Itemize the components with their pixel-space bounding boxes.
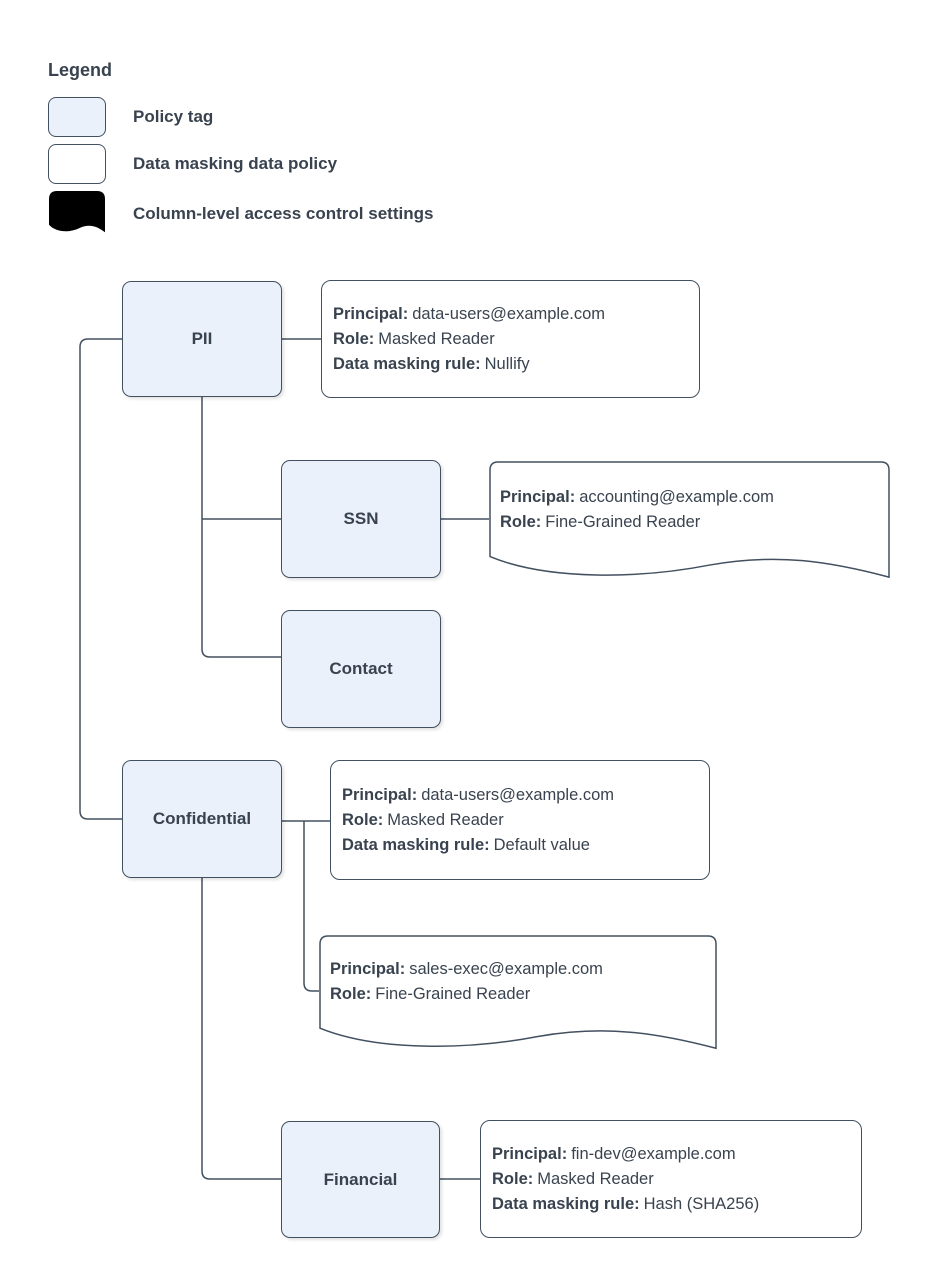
policy-line-label: Role: [492,1169,534,1188]
access-control-card-ssn: Principal:accounting@example.com Role:Fi… [489,461,890,582]
legend-label: Column-level access control settings [133,204,434,223]
policy-line-value: Fine-Grained Reader [545,512,701,531]
policy-line: Principal:fin-dev@example.com [492,1142,857,1167]
policy-line-label: Role: [333,329,375,348]
data-policy-swatch [48,144,106,184]
policy-line-value: Default value [493,835,590,854]
policy-tag-contact: Contact [281,610,441,728]
policy-line-label: Principal: [333,304,409,323]
policy-line-label: Role: [342,810,384,829]
confidential-to-financial-line [201,878,281,1180]
access-control-swatch [49,191,105,233]
policy-line-label: Data masking rule: [333,354,481,373]
policy-line: Principal:sales-exec@example.com [330,957,713,982]
legend: Legend [48,60,112,95]
policy-line-value: fin-dev@example.com [571,1144,736,1163]
policy-line-value: accounting@example.com [579,487,774,506]
policy-tag-swatch [48,97,106,137]
legend-item-access-control: Column-level access control settings [48,190,433,238]
data-policy-card-confidential: Principal:data-users@example.com Role:Ma… [330,760,710,880]
policy-line-value: sales-exec@example.com [409,960,603,978]
legend-label: Data masking data policy [133,154,338,173]
policy-line-value: Masked Reader [537,1169,654,1188]
policy-line: Principal:data-users@example.com [333,302,695,327]
confidential-to-access-line [303,821,319,992]
legend-item-policy-tag: Policy tag [48,97,213,137]
policy-line-value: Masked Reader [378,329,495,348]
data-policy-card-pii: Principal:data-users@example.com Role:Ma… [321,280,700,398]
policy-line-label: Data masking rule: [492,1194,640,1213]
legend-title: Legend [48,60,113,80]
policy-tag-financial: Financial [281,1121,440,1238]
policy-line-label: Principal: [342,785,418,804]
policy-tag-pii: PII [122,281,282,397]
pii-children-line [201,397,281,658]
policy-line-value: Nullify [484,354,530,373]
policy-tag-ssn: SSN [281,460,441,578]
policy-line-label: Role: [500,512,542,531]
trunk-pii-confidential-line [79,338,122,820]
policy-line: Role:Fine-Grained Reader [500,510,886,535]
policy-line: Role:Masked Reader [342,808,705,833]
policy-line-label: Principal: [492,1144,568,1163]
policy-line: Principal:accounting@example.com [500,485,886,510]
policy-line-value: Fine-Grained Reader [375,985,531,1003]
policy-tag-confidential: Confidential [122,760,282,878]
policy-line-value: data-users@example.com [421,785,615,804]
policy-line-label: Data masking rule: [342,835,490,854]
legend-label: Policy tag [133,107,214,126]
policy-line-label: Role: [330,985,372,1003]
policy-line-label: Principal: [500,487,576,506]
policy-line-value: data-users@example.com [412,304,606,323]
policy-line: Role:Masked Reader [333,327,695,352]
policy-line: Role:Masked Reader [492,1167,857,1192]
data-policy-card-financial: Principal:fin-dev@example.com Role:Maske… [480,1120,862,1238]
legend-item-data-policy: Data masking data policy [48,144,337,184]
policy-line: Role:Fine-Grained Reader [330,982,713,1007]
policy-line: Data masking rule:Nullify [333,352,695,377]
policy-line-label: Principal: [330,960,406,978]
policy-line: Principal:data-users@example.com [342,783,705,808]
access-control-card-confidential: Principal:sales-exec@example.com Role:Fi… [319,935,717,1053]
policy-line: Data masking rule:Default value [342,833,705,858]
policy-line-value: Hash (SHA256) [643,1194,760,1213]
policy-line-value: Masked Reader [387,810,504,829]
policy-line: Data masking rule:Hash (SHA256) [492,1192,857,1217]
